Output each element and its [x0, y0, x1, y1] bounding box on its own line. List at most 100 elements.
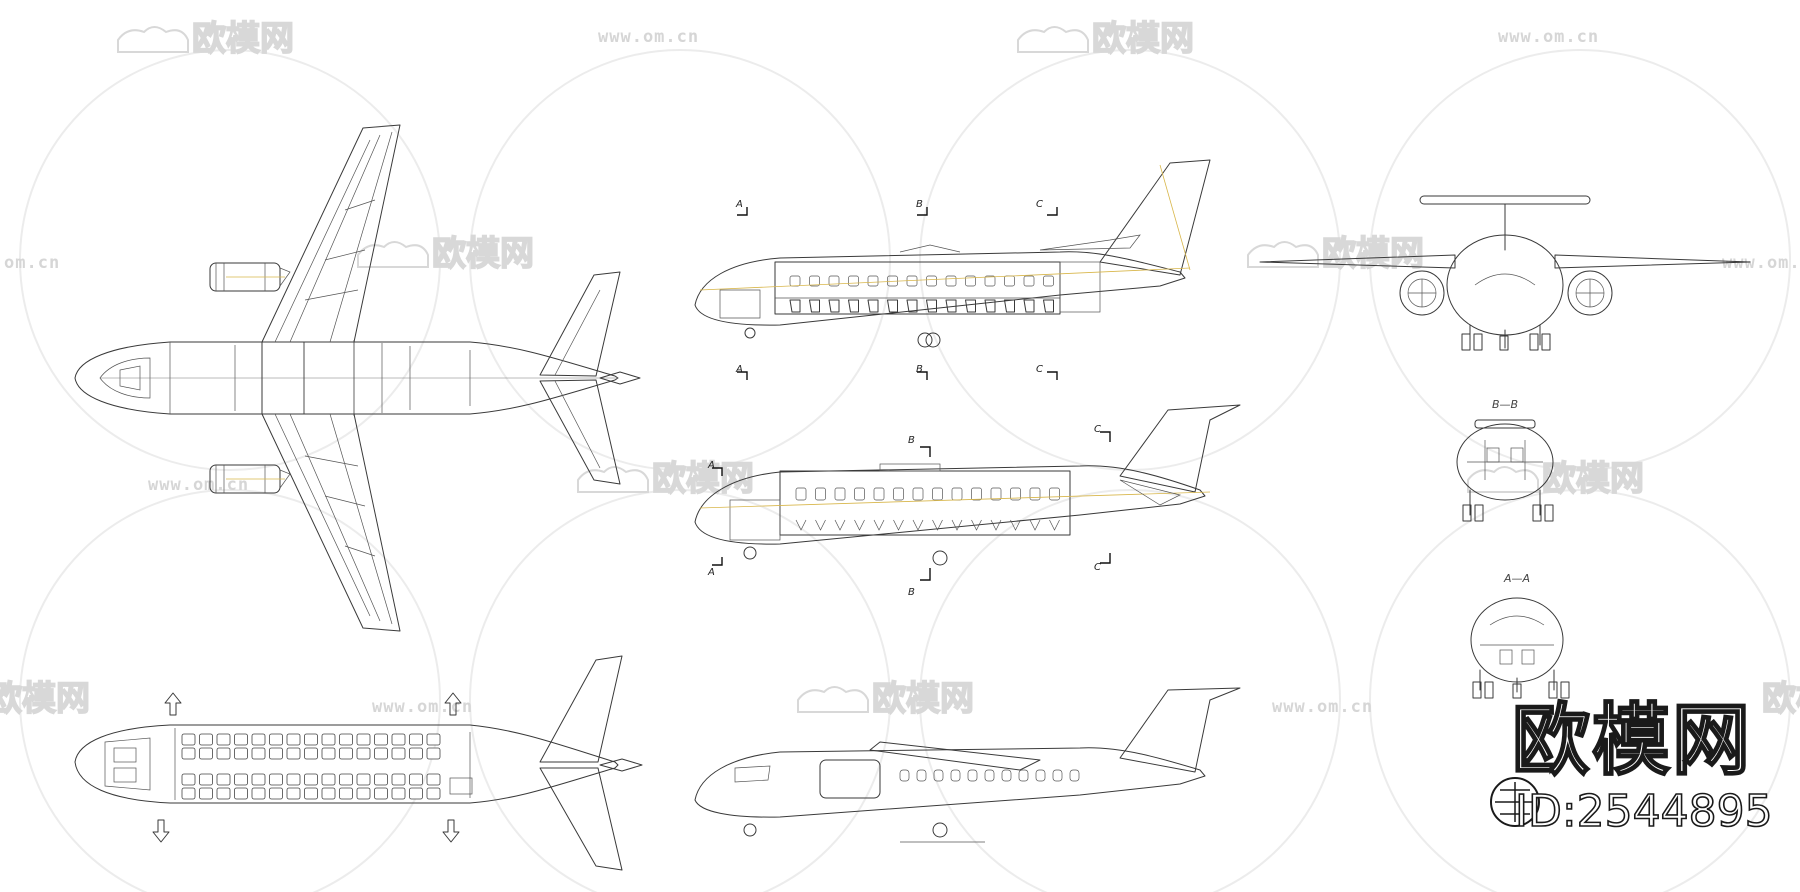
seat-leg: [990, 519, 1002, 531]
seat-leg: [854, 519, 865, 531]
seat-leg: [971, 519, 982, 531]
model-id: ID:2544895: [1514, 786, 1773, 837]
seat: [216, 747, 231, 760]
seat: [356, 773, 371, 786]
cabin-seating-plan: [74, 655, 643, 871]
seat: [1004, 299, 1015, 313]
window: [828, 275, 840, 287]
side-cutaway-view-2: [694, 404, 1241, 566]
seat: [269, 733, 283, 746]
seat: [795, 487, 807, 501]
seat: [199, 747, 213, 760]
seat: [893, 487, 904, 501]
watermark-url: www.om.cn: [148, 475, 249, 495]
seat: [815, 487, 826, 501]
seat: [912, 487, 924, 501]
seat: [409, 747, 423, 760]
seat: [216, 773, 231, 786]
seat: [356, 747, 371, 760]
section-title-aa: A—A: [1503, 572, 1530, 585]
window: [916, 769, 927, 782]
seat: [809, 299, 820, 313]
seat: [304, 733, 318, 746]
engine-top-right: [209, 464, 291, 494]
watermark-brand: 欧模网: [0, 679, 90, 719]
window: [1001, 769, 1012, 782]
seat: [321, 787, 336, 800]
seat: [269, 773, 283, 786]
seat: [321, 733, 336, 746]
section-label-b: B: [916, 364, 923, 375]
window: [867, 275, 879, 287]
seat: [199, 733, 213, 746]
window: [965, 275, 976, 287]
watermark-brand: 欧模网: [872, 679, 974, 719]
section-label-a: A: [735, 364, 743, 375]
seat: [932, 487, 943, 501]
window: [945, 275, 957, 287]
seat: [409, 773, 423, 786]
seat: [984, 299, 996, 313]
seat: [199, 787, 213, 800]
side-exterior-view: [694, 687, 1241, 843]
side-cutaway-view-1: [694, 159, 1211, 348]
window: [848, 275, 859, 287]
seat: [339, 733, 353, 746]
seat: [251, 733, 266, 746]
seat: [269, 747, 283, 760]
seat-leg: [951, 519, 963, 531]
seat: [1043, 299, 1054, 313]
window: [984, 769, 995, 782]
seat: [286, 747, 301, 760]
seat: [339, 747, 353, 760]
seat: [181, 747, 196, 760]
section-label-b: B: [908, 435, 915, 446]
seat: [286, 733, 301, 746]
section-label-b: B: [916, 199, 923, 210]
window: [1004, 275, 1015, 287]
section-view-aa: A—A: [1470, 572, 1570, 699]
seat: [951, 487, 963, 501]
brand-logo-text: 欧模网: [1511, 696, 1753, 786]
watermark-brand: 欧模网: [1092, 19, 1194, 59]
seat: [356, 787, 371, 800]
section-markers-2: A A B B C C: [707, 424, 1111, 598]
section-label-c: C: [1036, 199, 1043, 210]
seat-leg: [893, 519, 904, 531]
window: [1043, 275, 1054, 287]
watermark-brand: 欧模网: [192, 19, 294, 59]
watermark-url: www.om.cn: [372, 697, 473, 717]
seat: [374, 733, 388, 746]
seat: [873, 487, 885, 501]
watermark-url: www.om.cn: [598, 27, 699, 47]
seat: [945, 299, 957, 313]
seat: [234, 787, 248, 800]
seat: [216, 733, 231, 746]
seat: [1023, 299, 1035, 313]
seat: [374, 773, 388, 786]
seat: [391, 773, 406, 786]
seat: [234, 747, 248, 760]
seat: [854, 487, 865, 501]
seat: [789, 299, 801, 313]
watermark-brand: 欧模网: [432, 234, 534, 274]
window: [1069, 769, 1080, 782]
seat-leg: [795, 519, 807, 531]
seat: [304, 773, 318, 786]
window: [1035, 769, 1046, 782]
watermark-brand: 欧模网: [652, 459, 754, 499]
seal-icon: [1490, 777, 1540, 827]
seat: [409, 787, 423, 800]
window: [1018, 769, 1029, 782]
seat: [834, 487, 846, 501]
seat: [426, 747, 441, 760]
front-view: [1259, 195, 1751, 351]
seat: [181, 733, 196, 746]
seat: [286, 773, 301, 786]
exterior-windows: [899, 769, 1080, 782]
seat-leg: [932, 519, 943, 531]
watermark-url: www.om.cn: [1722, 253, 1800, 273]
seat: [906, 299, 918, 313]
seat: [867, 299, 879, 313]
